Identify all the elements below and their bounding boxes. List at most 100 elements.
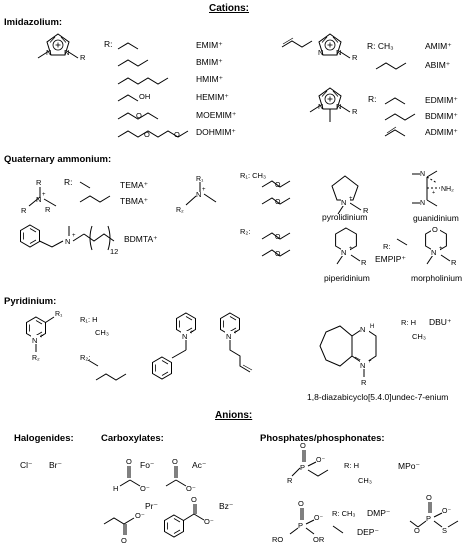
dohmim-o2: O: [174, 130, 180, 139]
tema-r-mid: R: [45, 205, 51, 214]
allylpyridinium-structure: N +: [220, 312, 253, 373]
svg-text:N: N: [32, 336, 37, 345]
mpo-r: R: [287, 476, 293, 485]
svg-text:+: +: [190, 330, 194, 336]
pr-o2: O⁻: [135, 511, 145, 520]
amm-r1: R₁: [196, 176, 204, 183]
fo-o1: O: [126, 457, 132, 466]
svg-text:N: N: [46, 48, 51, 57]
pyr-ch3: CH₃: [95, 328, 109, 337]
svg-text:N: N: [341, 198, 346, 207]
acetate-structure: [165, 466, 187, 487]
svg-text:N: N: [64, 48, 69, 57]
dep-label: DEP⁻: [357, 527, 379, 537]
fo-h: H: [113, 484, 118, 493]
mpo-r-label: R: H: [344, 461, 359, 470]
r1-label: R₁: CH₃: [240, 171, 267, 180]
thio-o: O: [414, 526, 420, 535]
allyl-imidazolium-structure: N N R: [281, 33, 358, 62]
svg-text:R₂: R₂: [32, 355, 40, 362]
pyr-r2-label: R₂:: [80, 353, 91, 362]
mpo-label: MPo⁻: [398, 461, 420, 471]
svg-text:+: +: [234, 330, 238, 336]
tema-r-top: R: [36, 178, 42, 187]
amm-o4: O: [275, 251, 281, 258]
tetraalkylammonium-structure: [28, 187, 57, 207]
svg-text:O: O: [191, 495, 197, 504]
dmp-or: OR: [313, 535, 325, 544]
svg-text:R: R: [451, 258, 457, 267]
phosphate-structure: [289, 508, 315, 535]
imidazolium-substituents: [117, 42, 189, 138]
morpholinium-label: morpholinium: [411, 273, 463, 283]
benzylpyridinium-structure: N +: [152, 312, 196, 380]
bmim-label: BMIM⁺: [196, 57, 223, 67]
svg-text:N: N: [431, 248, 436, 257]
dep-substituent: [332, 525, 344, 534]
bz-label: Bz⁻: [219, 501, 234, 511]
svg-text:R₁: R₁: [55, 311, 63, 318]
tema-substituents: [79, 181, 111, 203]
amm-o1: O: [275, 182, 281, 189]
svg-text:O: O: [432, 225, 438, 234]
ac-o1: O: [172, 457, 178, 466]
fo-label: Fo⁻: [140, 460, 155, 470]
cl-label: Cl⁻: [20, 460, 33, 470]
r2-label: R₂:: [240, 227, 251, 236]
tema-r-label: R:: [64, 177, 73, 187]
morpholinium-structure: O N + R: [425, 224, 457, 267]
amim-label: AMIM⁺: [425, 41, 452, 51]
svg-text:N: N: [336, 102, 341, 111]
guan-plus: +: [432, 190, 435, 196]
svg-text:R: R: [361, 378, 367, 387]
svg-text:+: +: [349, 196, 353, 202]
amm-plus: +: [202, 187, 206, 193]
moemim-label: MOEMIM⁺: [196, 110, 237, 120]
tema-plus: +: [42, 192, 46, 198]
dmp-o-top: O: [298, 499, 304, 508]
fo-o2: O⁻: [140, 484, 150, 493]
hemim-oh: OH: [139, 92, 150, 101]
svg-text:R: R: [352, 107, 358, 116]
empip-substituent: [396, 238, 408, 246]
dmp-r-label: R: CH₃: [332, 509, 356, 518]
svg-text:+: +: [368, 359, 372, 365]
guan-nh2: NH₂: [441, 186, 454, 193]
admim-label: ADMIM⁺: [425, 127, 458, 137]
svg-text:N: N: [318, 48, 323, 57]
bdmta-subscript: 12: [110, 247, 119, 256]
svg-text:R: R: [361, 258, 367, 267]
mpo-o-top: O: [300, 441, 306, 450]
pyr-r1-label: R₁: H: [80, 315, 98, 324]
thio-s: S: [442, 526, 447, 535]
pyrolidinium-structure: N + R: [331, 175, 369, 215]
dbu-structure: N N + R H: [319, 324, 377, 387]
bdmta-label: BDMTA⁺: [124, 234, 158, 244]
dbu-fullname: 1,8-diazabicyclo[5.4.0]undec-7-enium: [307, 392, 449, 402]
carboxylates-heading: Carboxylates:: [101, 433, 164, 444]
svg-text:N: N: [360, 361, 365, 370]
svg-text:+: +: [439, 246, 443, 252]
benzoate-structure: O O⁻: [164, 495, 214, 538]
svg-text:N: N: [65, 237, 70, 246]
bdmim-label: BDMIM⁺: [425, 111, 458, 121]
tbma-label: TBMA⁺: [120, 196, 149, 206]
svg-text:R: R: [80, 53, 86, 62]
dbu-label: DBU⁺: [429, 317, 452, 327]
svg-text:N: N: [318, 102, 323, 111]
abim-substituent: [375, 62, 407, 70]
propionate-structure: [103, 517, 135, 535]
piperidinium-label: piperidinium: [324, 273, 370, 283]
svg-text:N: N: [341, 248, 346, 257]
svg-text:R: R: [363, 206, 369, 215]
ammonium-heading: Quaternary ammonium:: [4, 154, 112, 165]
dbu-r-label: R: H: [401, 318, 416, 327]
imidazolium-r-label: R:: [104, 39, 113, 49]
svg-text:N: N: [360, 325, 365, 334]
svg-text:H: H: [370, 324, 374, 330]
thio-o-minus: O⁻: [442, 508, 451, 515]
pyridinium-r1r2-structure: R₁ N + R₂: [26, 311, 63, 362]
tema-label: TEMA⁺: [120, 180, 149, 190]
guanidinium-label: guanidinium: [413, 213, 459, 223]
dimethyl-imidazolium-substituents: [384, 97, 416, 137]
